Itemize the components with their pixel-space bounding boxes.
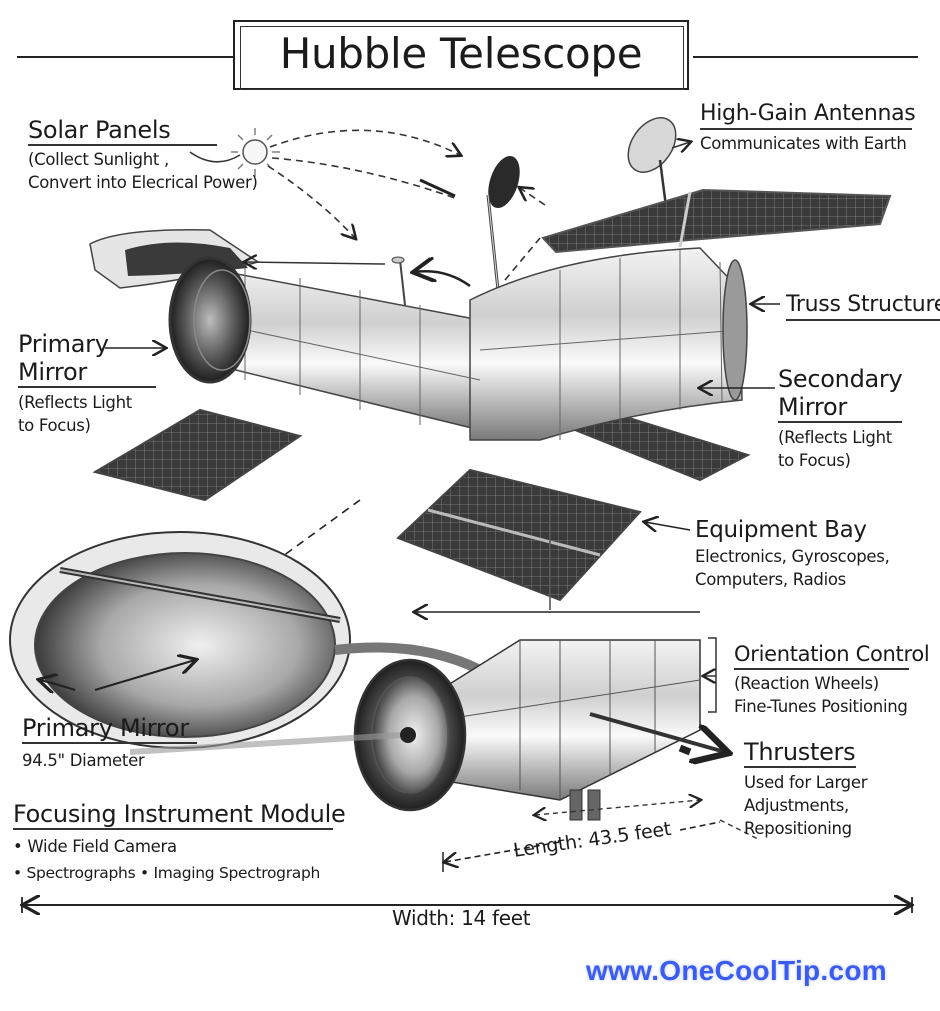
solar-panels-desc-1: (Collect Sunlight , — [28, 150, 169, 169]
secondary-mirror-heading-2: Mirror — [778, 393, 902, 423]
thrusters-heading: Thrusters — [744, 738, 856, 768]
thrusters-desc-1: Used for Larger — [744, 773, 868, 792]
primary-mirror-top-desc-2: to Focus) — [18, 416, 91, 435]
title-rule-right — [693, 56, 918, 58]
telescope-body — [168, 247, 748, 441]
label-high-gain-antennas: High-Gain Antennas Communicates with Ear… — [700, 100, 916, 155]
primary-mirror-detail-desc: 94.5" Diameter — [22, 751, 145, 770]
label-focusing-instrument-module: Focusing Instrument Module • Wide Field … — [13, 800, 346, 885]
width-dimension-line — [22, 897, 912, 913]
page-title: Hubble Telescope — [279, 29, 643, 78]
secondary-mirror-heading-1: Secondary — [778, 365, 903, 393]
secondary-mirror-desc-2: to Focus) — [778, 451, 851, 470]
high-gain-antennas-desc: Communicates with Earth — [700, 134, 907, 153]
label-primary-mirror-detail: Primary Mirror 94.5" Diameter — [22, 714, 197, 772]
thrusters-desc-3: Repositioning — [744, 819, 852, 838]
label-secondary-mirror: Secondary Mirror (Reflects Light to Focu… — [778, 365, 903, 472]
primary-mirror-top-heading-2: Mirror — [18, 358, 156, 388]
solar-panel-bottom-left — [92, 408, 303, 502]
label-thrusters: Thrusters Used for Larger Adjustments, R… — [744, 738, 867, 840]
truss-structure-heading: Truss Structure — [786, 291, 940, 321]
label-equipment-bay: Equipment Bay Electronics, Gyroscopes, C… — [695, 516, 890, 591]
solar-panels-desc-2: Convert into Elecrical Power) — [28, 173, 258, 192]
orientation-control-desc-2: Fine-Tunes Positioning — [734, 697, 908, 716]
primary-mirror-detail — [9, 531, 483, 749]
solar-panel-top-right — [541, 188, 892, 254]
equipment-bay-desc-2: Computers, Radios — [695, 570, 846, 589]
focusing-instrument-module-heading: Focusing Instrument Module — [13, 800, 346, 830]
title-rule-left — [17, 56, 233, 58]
focusing-instrument-module-item-1: • Wide Field Camera — [13, 837, 177, 856]
primary-mirror-top-heading-1: Primary — [18, 330, 109, 358]
sun-icon — [231, 128, 280, 177]
watermark-link[interactable]: www.OneCoolTip.com — [586, 955, 887, 986]
label-solar-panels: Solar Panels (Collect Sunlight , Convert… — [28, 116, 258, 194]
width-label: Width: 14 feet — [392, 906, 531, 930]
solar-panel-bottom-right — [396, 410, 751, 602]
secondary-mirror-desc-1: (Reflects Light — [778, 428, 892, 447]
label-primary-mirror-top: Primary Mirror (Reflects Light to Focus) — [18, 330, 156, 437]
high-gain-antennas-heading: High-Gain Antennas — [700, 100, 916, 130]
solar-panels-heading: Solar Panels — [28, 116, 217, 146]
equipment-bay-desc-1: Electronics, Gyroscopes, — [695, 547, 890, 566]
label-orientation-control: Orientation Control (Reaction Wheels) Fi… — [734, 640, 930, 718]
instrument-module — [129, 637, 761, 841]
focusing-instrument-module-item-2: • Spectrographs • Imaging Spectrograph — [13, 864, 321, 882]
length-dimension-line — [443, 821, 721, 872]
high-gain-antenna-dish-icon — [627, 117, 690, 223]
orientation-control-heading: Orientation Control — [734, 640, 930, 670]
primary-mirror-detail-heading: Primary Mirror — [22, 714, 197, 744]
orientation-control-desc-1: (Reaction Wheels) — [734, 674, 879, 693]
thrusters-desc-2: Adjustments, — [744, 796, 849, 815]
primary-mirror-top-desc-1: (Reflects Light — [18, 393, 132, 412]
title-frame-inner — [240, 26, 684, 90]
equipment-bay-heading: Equipment Bay — [695, 517, 867, 543]
label-truss-structure: Truss Structure — [786, 291, 940, 321]
